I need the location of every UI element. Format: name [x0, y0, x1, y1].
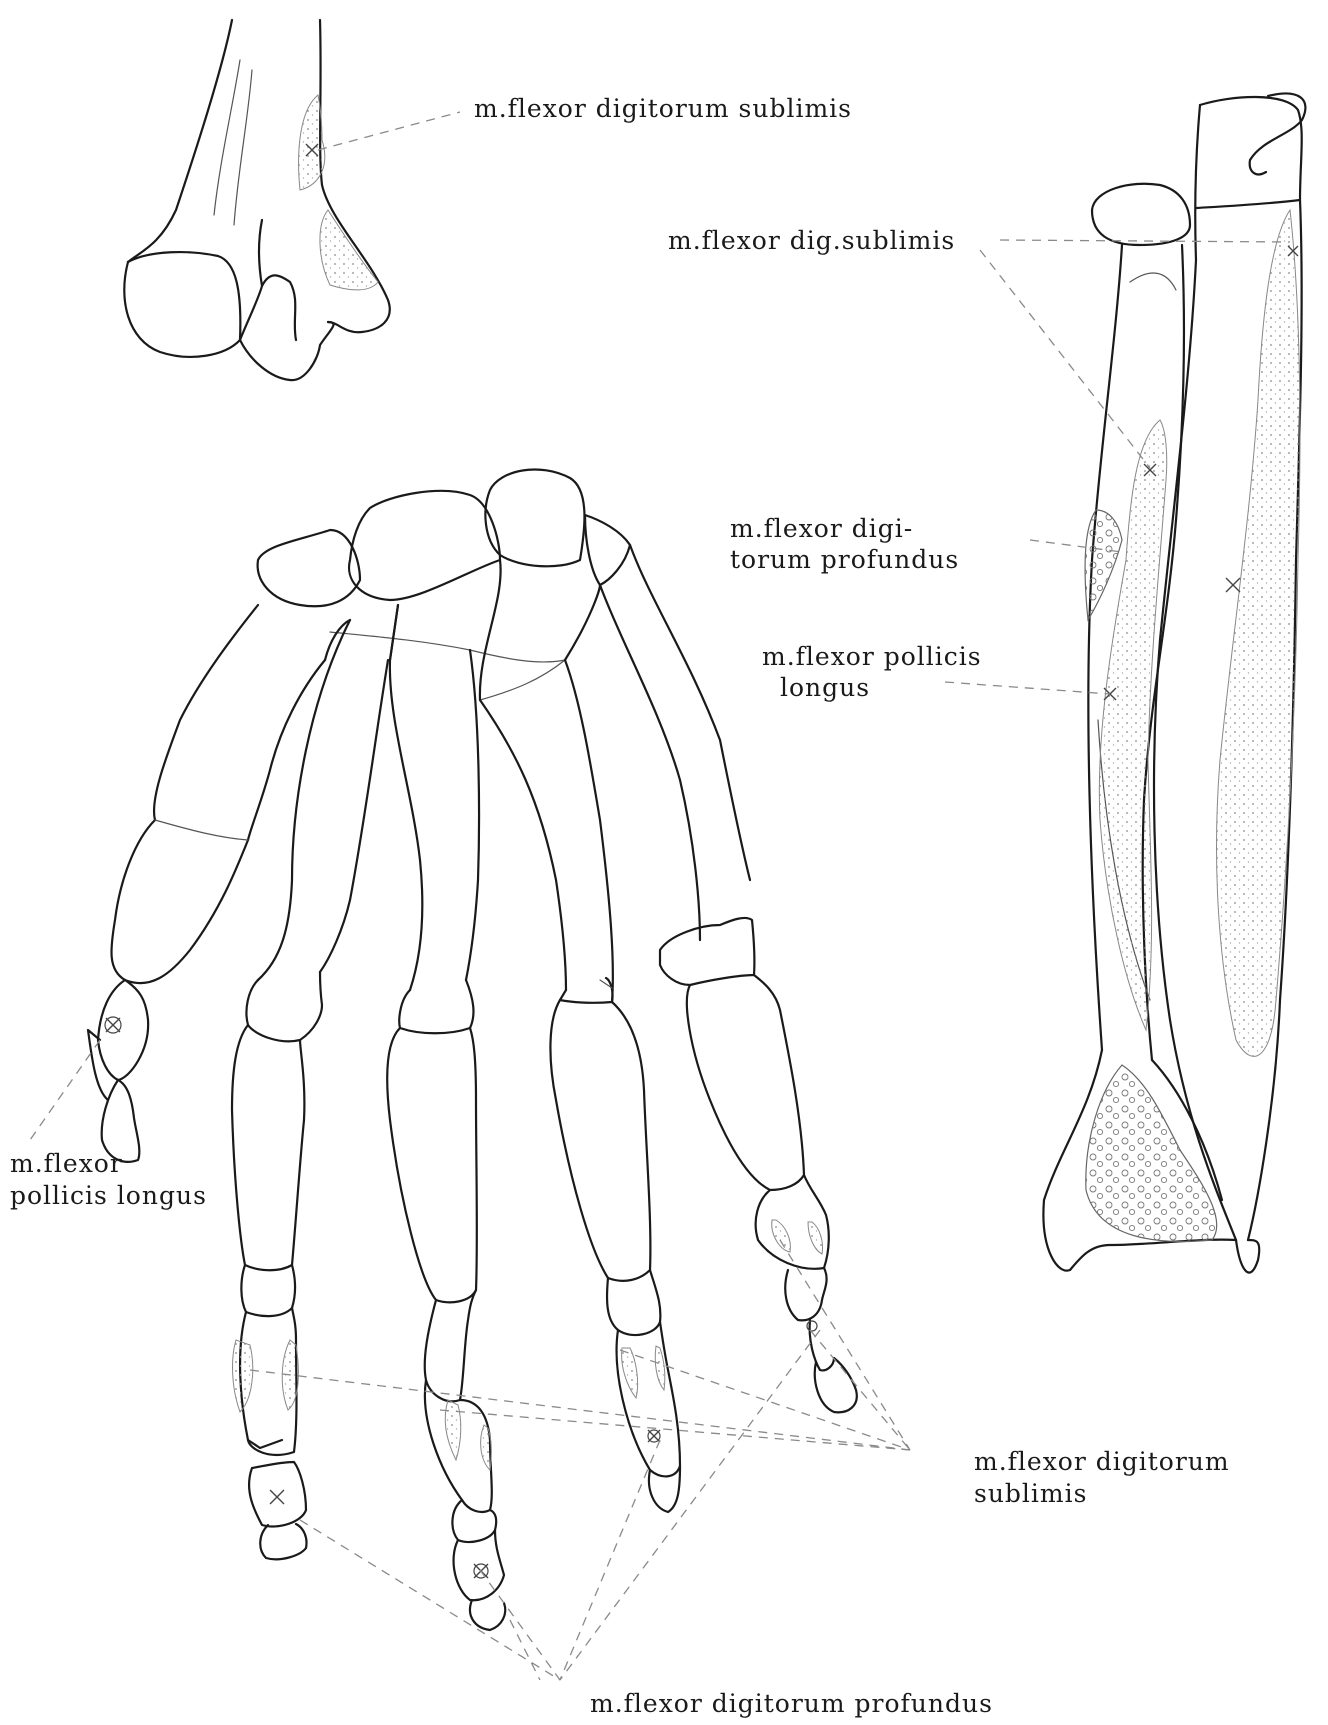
hand-skeleton [88, 469, 857, 1630]
forearm-bones [1043, 93, 1305, 1272]
label-flexor-digitorum-profundus-bottom: m.flexor digitorum profundus [590, 1688, 993, 1719]
label-flexor-pollicis-longus-right-line1: m.flexor pollicis [762, 641, 982, 672]
label-hand-flexor-digitorum-sublimis-line1: m.flexor digitorum [974, 1446, 1230, 1477]
label-flexor-pollicis-longus-right-line2: longus [780, 672, 870, 703]
leader-lines [30, 112, 1290, 1680]
label-flexor-pollicis-longus-left-line2: pollicis longus [10, 1180, 207, 1211]
label-hand-flexor-digitorum-sublimis-line2: sublimis [974, 1478, 1087, 1509]
label-flexor-digitorum-profundus-line1: m.flexor digi- [730, 513, 913, 544]
humerus-distal-end [124, 20, 389, 380]
label-flexor-dig-sublimis: m.flexor dig.sublimis [668, 225, 955, 256]
label-top-flexor-digitorum-sublimis: m.flexor digitorum sublimis [474, 93, 852, 124]
label-flexor-digitorum-profundus-line2: torum profundus [730, 544, 959, 575]
label-flexor-pollicis-longus-left-line1: m.flexor [10, 1148, 123, 1179]
